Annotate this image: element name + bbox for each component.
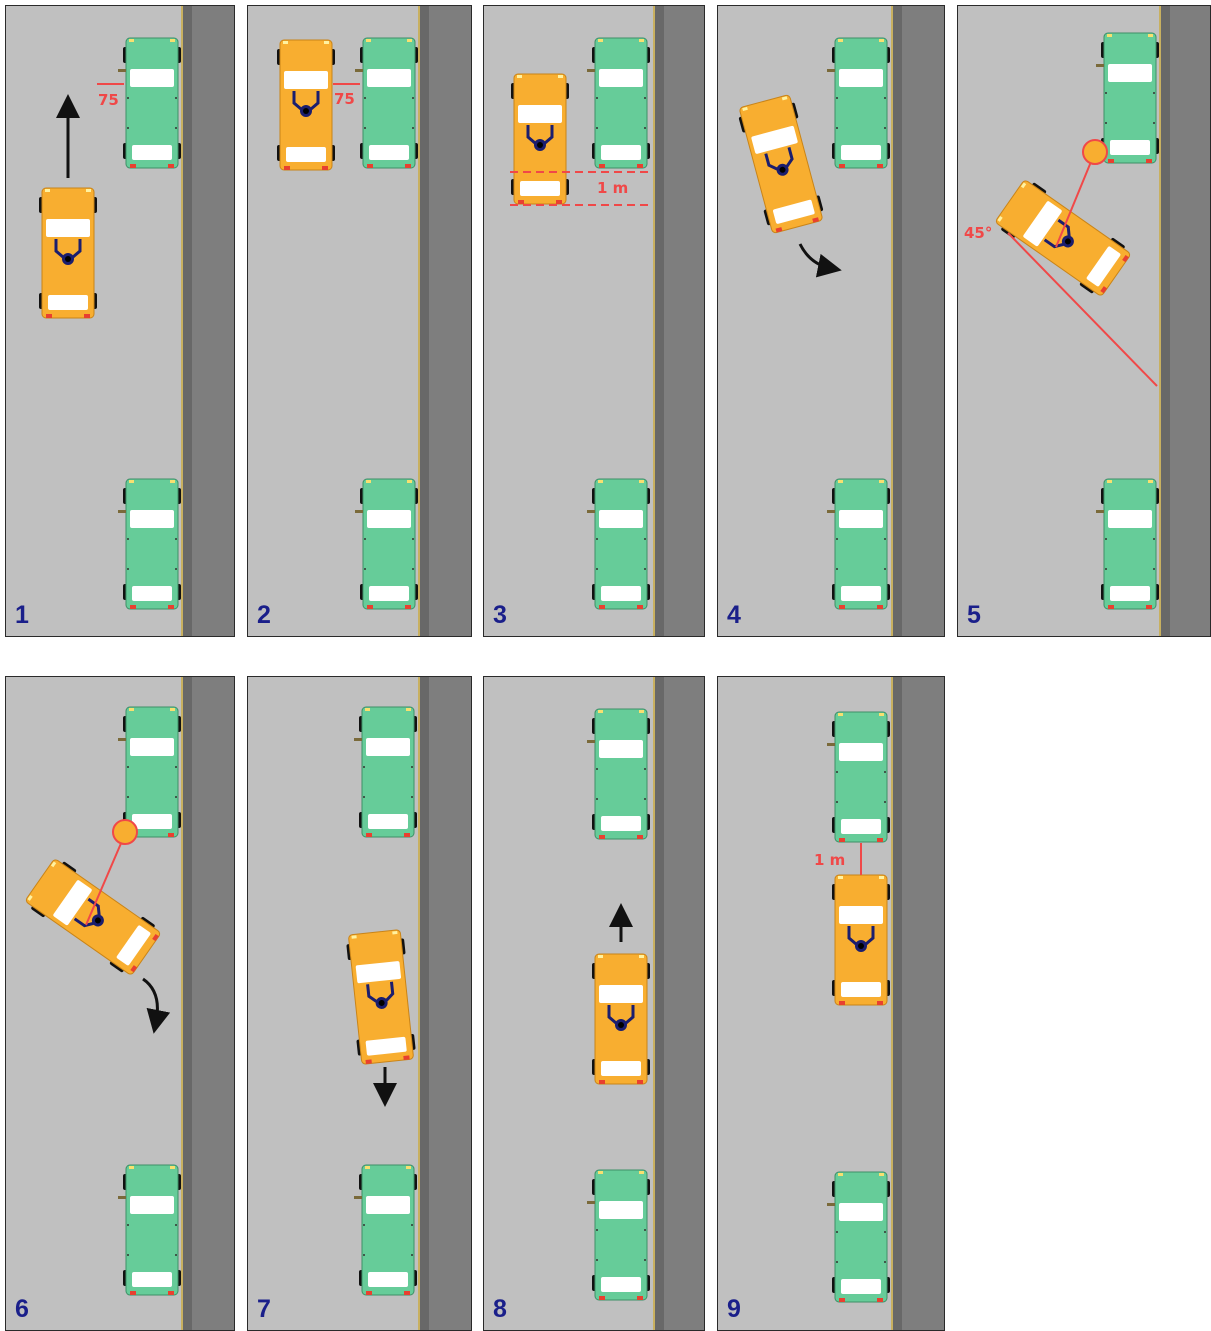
step-number: 5 [967,603,981,628]
diagram-panel-5: 45° [958,6,1211,637]
reverse-turn-arrow [800,244,830,268]
parked-car-front [1096,33,1159,163]
step-panel-8: 8 [483,676,705,1331]
step-number: 2 [257,603,271,628]
parked-car-front [118,707,181,837]
parked-car-front [355,38,418,168]
measure-label: 75 [98,91,119,109]
diagram-panel-7 [248,677,472,1331]
angle-label: 45° [964,224,992,242]
reference-point [1083,140,1107,164]
parked-car-front [827,712,890,842]
maneuvering-car [39,188,97,318]
diagram-panel-8 [484,677,705,1331]
maneuvering-car [23,856,163,978]
step-panel-2: 75 2 [247,5,472,637]
measure-label: 1 m [814,851,845,869]
parked-car-front [827,38,890,168]
step-panel-7: 7 [247,676,472,1331]
parked-car-rear [355,479,418,609]
step-number: 6 [15,1297,29,1322]
parked-car-rear [827,1172,890,1302]
maneuvering-car [345,929,416,1064]
diagram-panel-1: 75 [6,6,235,637]
parked-car-front [118,38,181,168]
parked-car-rear [587,479,650,609]
step-panel-9: 1 m 9 [717,676,945,1331]
step-panel-6: 6 [5,676,235,1331]
maneuvering-car [592,954,650,1084]
maneuvering-car [277,40,335,170]
step-number: 8 [493,1297,507,1322]
diagram-panel-4 [718,6,945,637]
parked-car-rear [354,1165,417,1295]
maneuvering-car [736,94,826,235]
measure-label: 1 m [597,179,628,197]
step-panel-5: 45° 5 [957,5,1211,637]
step-panel-3: 1 m 3 [483,5,705,637]
diagram-panel-2: 75 [248,6,472,637]
parked-car-rear [587,1170,650,1300]
step-number: 4 [727,603,741,628]
parked-car-rear [1096,479,1159,609]
parked-car-front [587,38,650,168]
step-panel-4: 4 [717,5,945,637]
maneuvering-car [511,74,569,204]
step-panel-1: 75 1 [5,5,235,637]
step-number: 1 [15,603,29,628]
parked-car-front [587,709,650,839]
step-number: 9 [727,1297,741,1322]
diagram-panel-6 [6,677,235,1331]
step-number: 3 [493,603,507,628]
reference-point [113,820,137,844]
parked-car-rear [118,479,181,609]
step-number: 7 [257,1297,271,1322]
parked-car-rear [827,479,890,609]
measure-label: 75 [334,90,355,108]
parked-car-rear [118,1165,181,1295]
reverse-turn-arrow [143,979,157,1022]
parked-car-front [354,707,417,837]
diagram-panel-9: 1 m [718,677,945,1331]
diagram-panel-3: 1 m [484,6,705,637]
maneuvering-car [832,875,890,1005]
